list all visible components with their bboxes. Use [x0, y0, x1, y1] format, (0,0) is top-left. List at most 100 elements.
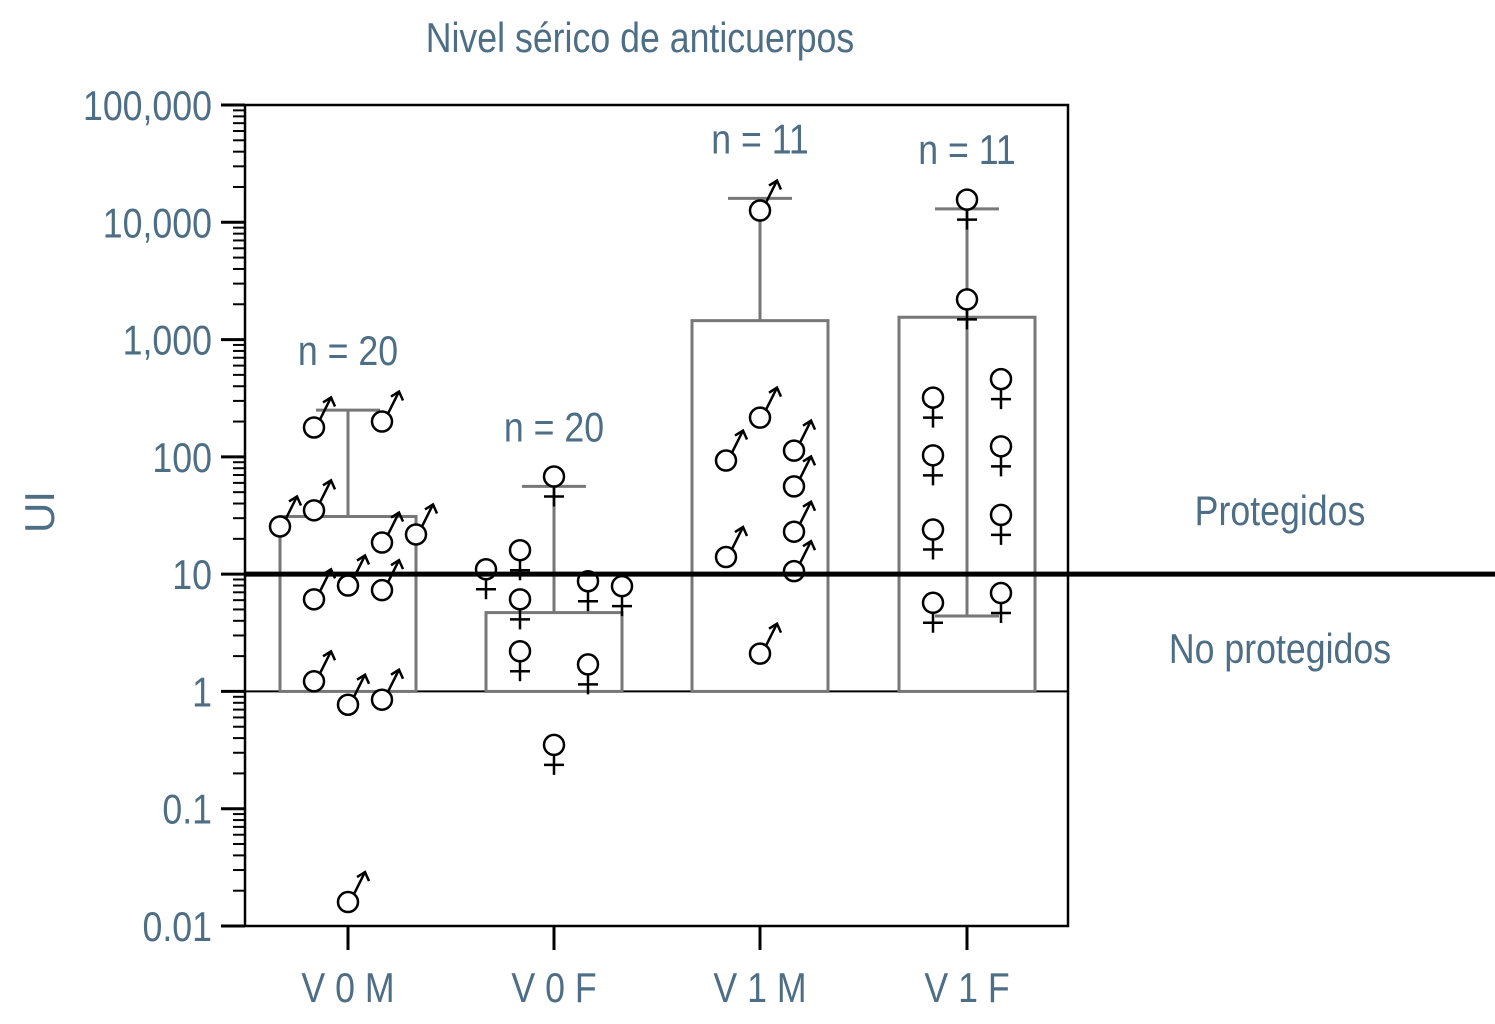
point-circle [714, 545, 738, 569]
point-circle [782, 439, 806, 462]
n-label: n = 20 [504, 405, 604, 451]
female-symbol-point [542, 465, 566, 507]
male-symbol-point [748, 385, 783, 429]
point-circle [302, 499, 326, 522]
male-arrow-icon [764, 178, 783, 204]
x-tick-label: V 0 F [511, 965, 596, 1011]
male-symbol-point [782, 454, 817, 498]
point-circle [542, 733, 566, 757]
female-symbol-point [921, 386, 945, 428]
point-circle [921, 444, 945, 467]
male-symbol-point [782, 499, 817, 543]
female-symbol-point [989, 503, 1013, 545]
point-circle [955, 288, 979, 311]
male-arrow-icon [352, 870, 371, 895]
point-circle [921, 591, 945, 615]
female-cross-icon [991, 456, 1011, 477]
point-circle [955, 188, 979, 211]
female-cross-icon [578, 591, 598, 612]
point-circle [610, 574, 634, 598]
male-symbol-point [404, 502, 439, 546]
male-arrow-icon [318, 649, 337, 674]
point-circle [370, 578, 394, 602]
point-circle [748, 199, 772, 222]
female-symbol-point [955, 288, 979, 330]
y-axis-label: UI [16, 491, 63, 533]
male-symbol-point [714, 525, 749, 569]
point-circle [921, 518, 945, 541]
female-cross-icon [923, 407, 943, 428]
point-circle [336, 890, 360, 914]
male-arrow-icon [386, 667, 405, 693]
female-symbol-point [508, 588, 532, 630]
male-arrow-icon [386, 389, 405, 415]
male-symbol-point [336, 870, 371, 914]
female-cross-icon [544, 486, 564, 507]
female-symbol-point [610, 574, 634, 617]
female-cross-icon [923, 612, 943, 633]
male-symbol-point [268, 494, 303, 538]
y-tick-label: 100,000 [83, 83, 212, 129]
point-circle [336, 574, 360, 597]
point-circle [370, 531, 394, 554]
y-tick-label: 100 [152, 435, 212, 481]
y-tick-label: 0.1 [162, 787, 212, 833]
female-cross-icon [510, 661, 530, 682]
male-symbol-point [370, 558, 405, 602]
female-cross-icon [957, 309, 977, 330]
male-symbol-point [748, 178, 783, 222]
female-cross-icon [991, 389, 1011, 410]
x-tick-label: V 1 F [924, 965, 1009, 1011]
point-circle [302, 670, 326, 693]
male-symbol-point [302, 649, 337, 693]
bar [278, 515, 418, 693]
female-symbol-point [508, 640, 532, 682]
male-arrow-icon [764, 621, 783, 647]
female-symbol-point [576, 569, 600, 612]
female-cross-icon [957, 209, 977, 230]
female-cross-icon [991, 524, 1011, 545]
male-arrow-icon [730, 428, 749, 454]
region-label-unprotected: No protegidos [1169, 626, 1391, 672]
male-arrow-icon [730, 525, 749, 550]
male-arrow-icon [386, 558, 405, 583]
male-arrow-icon [318, 395, 337, 421]
female-symbol-point [921, 518, 945, 560]
female-symbol-point [989, 435, 1013, 477]
male-arrow-icon [798, 454, 817, 479]
y-tick-label: 1 [192, 670, 212, 716]
y-tick-label: 1,000 [123, 318, 212, 364]
female-cross-icon [476, 579, 496, 600]
point-circle [370, 410, 394, 433]
female-symbol-point [576, 653, 600, 695]
female-symbol-point [989, 581, 1013, 624]
female-cross-icon [991, 603, 1011, 624]
point-circle [989, 367, 1013, 391]
point-circle [989, 503, 1013, 527]
female-cross-icon [544, 754, 564, 775]
plot-frame [243, 103, 1070, 928]
female-symbol-point [921, 591, 945, 633]
male-symbol-point [336, 672, 371, 716]
male-arrow-icon [420, 502, 439, 528]
point-circle [404, 523, 428, 546]
female-cross-icon [510, 560, 530, 581]
point-circle [508, 538, 532, 562]
male-arrow-icon [318, 478, 337, 503]
male-symbol-point [370, 389, 405, 433]
point-circle [370, 688, 394, 711]
male-symbol-point [370, 667, 405, 711]
male-symbol-point [302, 478, 337, 522]
male-symbol-point [748, 621, 783, 665]
n-label: n = 11 [918, 127, 1016, 173]
point-circle [921, 386, 945, 409]
n-label: n = 20 [298, 329, 398, 375]
bar [484, 611, 624, 693]
male-arrow-icon [798, 418, 817, 444]
point-circle [782, 520, 806, 543]
male-symbol-point [714, 428, 749, 472]
point-circle [302, 416, 326, 439]
chart-title: Nivel sérico de anticuerpos [426, 15, 855, 61]
male-arrow-icon [284, 494, 303, 520]
